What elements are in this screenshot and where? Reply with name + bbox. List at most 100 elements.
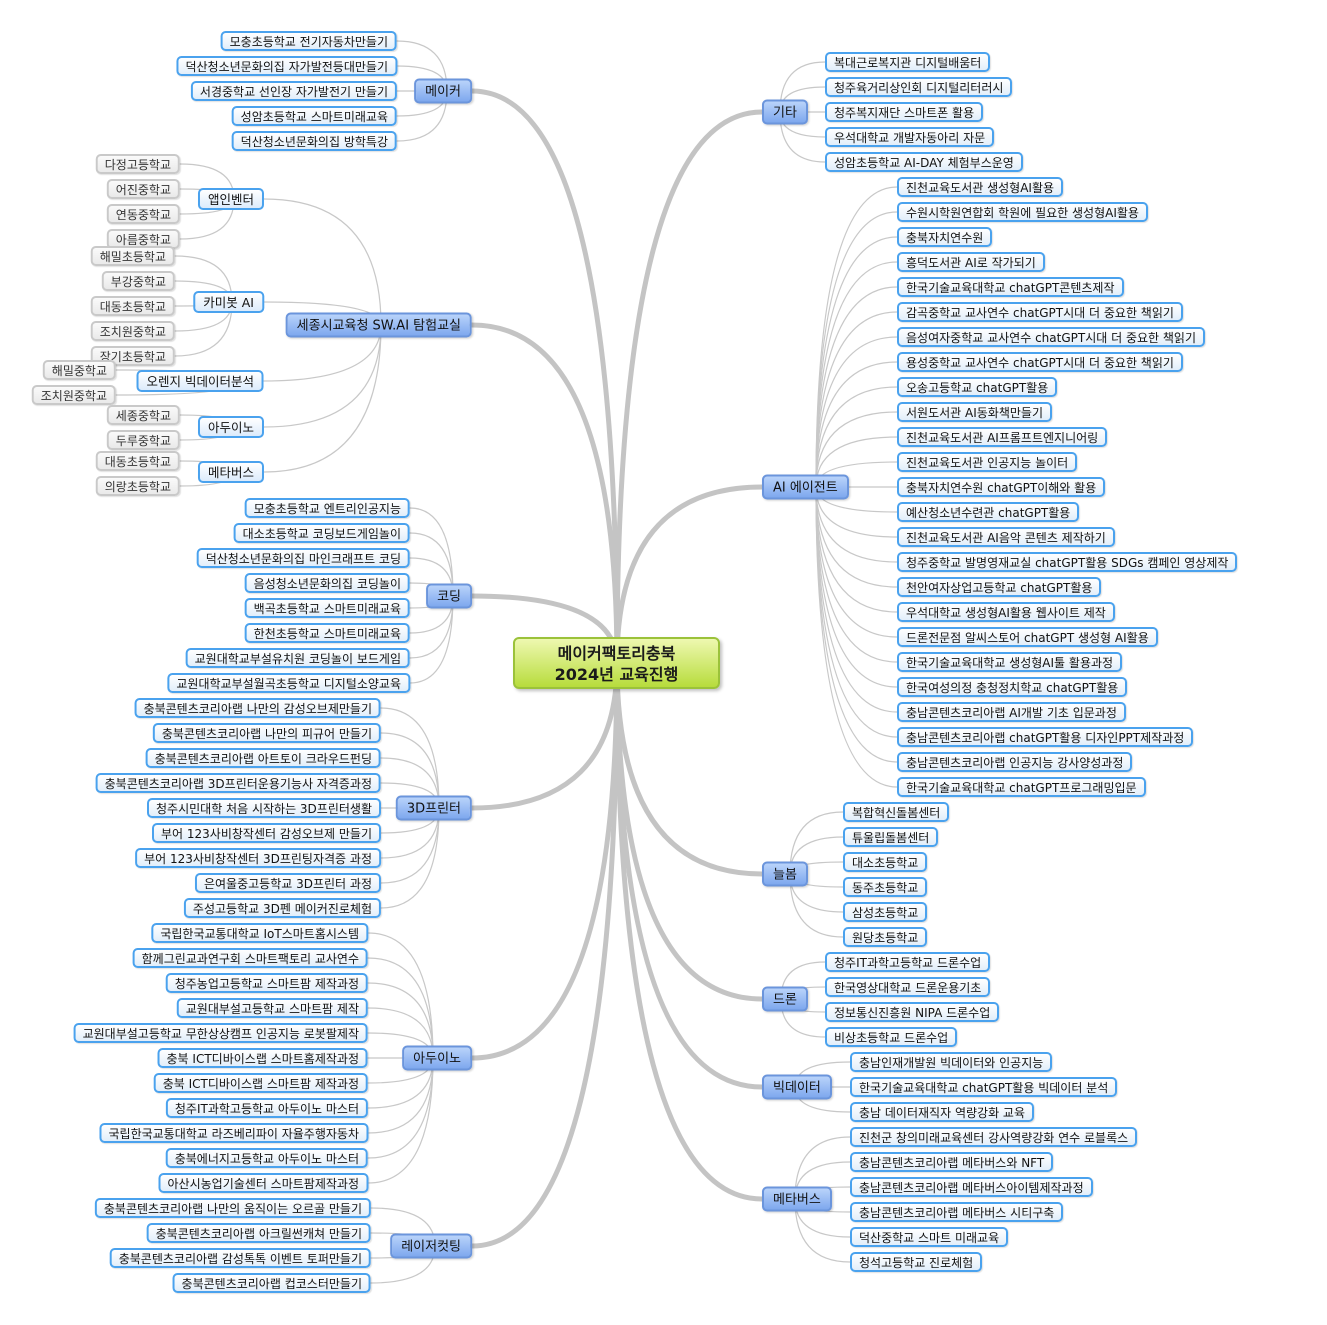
topic-leaf[interactable]: 충북자치연수원 bbox=[897, 227, 993, 247]
topic-leaf[interactable]: 교원대부설고등학교 무한상상캠프 인공지능 로봇팔제작 bbox=[73, 1023, 368, 1043]
topic-leaf[interactable]: 서원도서관 AI동화책만들기 bbox=[897, 402, 1053, 422]
topic-leaf[interactable]: 충북콘텐츠코리아랩 아크릴썬캐쳐 만들기 bbox=[146, 1223, 371, 1243]
subtopic[interactable]: 메타버스 bbox=[197, 461, 264, 483]
topic-leaf[interactable]: 청주복지재단 스마트폰 활용 bbox=[825, 102, 984, 122]
topic-leaf[interactable]: 충북 ICT디바이스랩 스마트팜 제작과정 bbox=[153, 1073, 368, 1093]
topic-leaf[interactable]: 청주IT과학고등학교 드론수업 bbox=[825, 952, 991, 972]
topic-leaf[interactable]: 흥덕도서관 AI로 작가되기 bbox=[897, 252, 1045, 272]
topic-leaf[interactable]: 주성고등학교 3D펜 메이커진로체험 bbox=[183, 898, 381, 918]
topic-leaf[interactable]: 대소초등학교 코딩보드게임놀이 bbox=[233, 523, 410, 543]
main-topic[interactable]: 아두이노 bbox=[402, 1045, 472, 1071]
topic-leaf[interactable]: 진천교육도서관 인공지능 놀이터 bbox=[897, 452, 1078, 472]
main-topic[interactable]: 메타버스 bbox=[762, 1186, 832, 1212]
topic-leaf[interactable]: 부강중학교 bbox=[101, 271, 175, 291]
topic-leaf[interactable]: 충남콘텐츠코리아랩 메타버스 시티구축 bbox=[850, 1202, 1064, 1222]
topic-leaf[interactable]: 함께그린교과연구회 스마트팩토리 교사연수 bbox=[132, 948, 368, 968]
topic-leaf[interactable]: 백곡초등학교 스마트미래교육 bbox=[244, 598, 410, 618]
topic-leaf[interactable]: 충북콘텐츠코리아랩 3D프린터운용기능사 자격증과정 bbox=[95, 773, 381, 793]
topic-leaf[interactable]: 한천초등학교 스마트미래교육 bbox=[244, 623, 410, 643]
topic-leaf[interactable]: 두루중학교 bbox=[106, 430, 180, 450]
topic-leaf[interactable]: 국립한국교통대학교 IoT스마트홈시스템 bbox=[151, 923, 368, 943]
subtopic[interactable]: 오렌지 빅데이터분석 bbox=[136, 370, 264, 392]
topic-leaf[interactable]: 음성여자중학교 교사연수 chatGPT시대 더 중요한 책읽기 bbox=[897, 327, 1206, 347]
topic-leaf[interactable]: 청주농업고등학교 스마트팜 제작과정 bbox=[165, 973, 368, 993]
main-topic[interactable]: 기타 bbox=[762, 99, 808, 125]
main-topic[interactable]: 3D프린터 bbox=[395, 795, 472, 821]
main-topic[interactable]: 레이저컷팅 bbox=[390, 1233, 472, 1259]
topic-leaf[interactable]: 우석대학교 개발자동아리 자문 bbox=[825, 127, 995, 147]
topic-leaf[interactable]: 연동중학교 bbox=[106, 204, 180, 224]
topic-leaf[interactable]: 비상초등학교 드론수업 bbox=[825, 1027, 958, 1047]
topic-leaf[interactable]: 진천군 창의미래교육센터 강사역량강화 연수 로블록스 bbox=[850, 1127, 1138, 1147]
topic-leaf[interactable]: 충남콘텐츠코리아랩 chatGPT활용 디자인PPT제작과정 bbox=[897, 727, 1194, 747]
subtopic[interactable]: 앱인벤터 bbox=[197, 188, 264, 210]
topic-leaf[interactable]: 충남콘텐츠코리아랩 메타버스와 NFT bbox=[850, 1152, 1054, 1172]
topic-leaf[interactable]: 오송고등학교 chatGPT활용 bbox=[897, 377, 1058, 397]
topic-leaf[interactable]: 진천교육도서관 AI음악 콘텐츠 제작하기 bbox=[897, 527, 1115, 547]
topic-leaf[interactable]: 해밀중학교 bbox=[42, 360, 116, 380]
topic-leaf[interactable]: 국립한국교통대학교 라즈베리파이 자율주행자동차 bbox=[99, 1123, 368, 1143]
topic-leaf[interactable]: 충남인재개발원 빅데이터와 인공지능 bbox=[850, 1052, 1053, 1072]
topic-leaf[interactable]: 동주초등학교 bbox=[843, 877, 928, 897]
topic-leaf[interactable]: 세종중학교 bbox=[106, 405, 180, 425]
topic-leaf[interactable]: 원당초등학교 bbox=[843, 927, 928, 947]
topic-leaf[interactable]: 우석대학교 생성형AI활용 웹사이트 제작 bbox=[897, 602, 1115, 622]
topic-leaf[interactable]: 서경중학교 선인장 자가발전기 만들기 bbox=[190, 81, 397, 101]
topic-leaf[interactable]: 덕산청소년문화의집 자가발전등대만들기 bbox=[176, 56, 397, 76]
topic-leaf[interactable]: 부어 123사비창작센터 3D프린팅자격증 과정 bbox=[135, 848, 381, 868]
topic-leaf[interactable]: 청주육거리상인회 디지털리터러시 bbox=[825, 77, 1013, 97]
topic-leaf[interactable]: 진천교육도서관 생성형AI활용 bbox=[897, 177, 1064, 197]
topic-leaf[interactable]: 아산시농업기술센터 스마트팜제작과정 bbox=[158, 1173, 368, 1193]
topic-leaf[interactable]: 충남콘텐츠코리아랩 AI개발 기초 입문과정 bbox=[897, 702, 1126, 722]
topic-leaf[interactable]: 삼성초등학교 bbox=[843, 902, 928, 922]
topic-leaf[interactable]: 조치원중학교 bbox=[31, 385, 116, 405]
topic-leaf[interactable]: 정보통신진흥원 NIPA 드론수업 bbox=[825, 1002, 1000, 1022]
topic-leaf[interactable]: 덕산중학교 스마트 미래교육 bbox=[850, 1227, 1009, 1247]
topic-leaf[interactable]: 충남 데이터재직자 역량강화 교육 bbox=[850, 1102, 1035, 1122]
topic-leaf[interactable]: 은여울중고등학교 3D프린터 과정 bbox=[194, 873, 381, 893]
topic-leaf[interactable]: 충북콘텐츠코리아랩 나만의 피규어 만들기 bbox=[152, 723, 381, 743]
topic-leaf[interactable]: 의랑초등학교 bbox=[95, 476, 180, 496]
topic-leaf[interactable]: 한국기술교육대학교 chatGPT콘텐츠제작 bbox=[897, 277, 1124, 297]
main-topic[interactable]: 늘봄 bbox=[762, 861, 808, 887]
topic-leaf[interactable]: 천안여자상업고등학교 chatGPT활용 bbox=[897, 577, 1102, 597]
topic-leaf[interactable]: 충북콘텐츠코리아랩 컵코스터만들기 bbox=[172, 1273, 371, 1293]
topic-leaf[interactable]: 충북 ICT디바이스랩 스마트홈제작과정 bbox=[157, 1048, 368, 1068]
topic-leaf[interactable]: 해밀초등학교 bbox=[90, 246, 175, 266]
topic-leaf[interactable]: 어진중학교 bbox=[106, 179, 180, 199]
topic-leaf[interactable]: 충남콘텐츠코리아랩 메타버스아이템제작과정 bbox=[850, 1177, 1093, 1197]
topic-leaf[interactable]: 한국기술교육대학교 생성형AI툴 활용과정 bbox=[897, 652, 1123, 672]
topic-leaf[interactable]: 복대근로복지관 디지털배움터 bbox=[825, 52, 991, 72]
topic-leaf[interactable]: 수원시학원연합회 학원에 필요한 생성형AI활용 bbox=[897, 202, 1148, 222]
topic-leaf[interactable]: 대소초등학교 bbox=[843, 852, 928, 872]
topic-leaf[interactable]: 감곡중학교 교사연수 chatGPT시대 더 중요한 책읽기 bbox=[897, 302, 1183, 322]
topic-leaf[interactable]: 예산청소년수련관 chatGPT활용 bbox=[897, 502, 1080, 522]
main-topic[interactable]: 빅데이터 bbox=[762, 1074, 832, 1100]
main-topic[interactable]: AI 에이전트 bbox=[762, 474, 849, 500]
topic-leaf[interactable]: 충북자치연수원 chatGPT이해와 활용 bbox=[897, 477, 1106, 497]
topic-leaf[interactable]: 청석고등학교 진로체험 bbox=[850, 1252, 983, 1272]
central-topic[interactable]: 메이커팩토리충북 2024년 교육진행 bbox=[513, 637, 720, 689]
topic-leaf[interactable]: 복합혁신돌봄센터 bbox=[843, 802, 950, 822]
topic-leaf[interactable]: 교원대학교부설월곡초등학교 디지털소양교육 bbox=[167, 673, 410, 693]
topic-leaf[interactable]: 모충초등학교 엔트리인공지능 bbox=[244, 498, 410, 518]
main-topic[interactable]: 코딩 bbox=[426, 583, 472, 609]
topic-leaf[interactable]: 충북콘텐츠코리아랩 나만의 감성오브제만들기 bbox=[134, 698, 381, 718]
topic-leaf[interactable]: 청주중학교 발명영재교실 chatGPT활용 SDGs 캠페인 영상제작 bbox=[897, 552, 1238, 572]
main-topic[interactable]: 드론 bbox=[762, 986, 808, 1012]
topic-leaf[interactable]: 덕산청소년문화의집 방학특강 bbox=[231, 131, 397, 151]
topic-leaf[interactable]: 충북콘텐츠코리아랩 감성톡톡 이벤트 토퍼만들기 bbox=[109, 1248, 371, 1268]
main-topic[interactable]: 메이커 bbox=[414, 78, 472, 104]
topic-leaf[interactable]: 한국영상대학교 드론운용기초 bbox=[825, 977, 991, 997]
topic-leaf[interactable]: 음성청소년문화의집 코딩놀이 bbox=[244, 573, 410, 593]
subtopic[interactable]: 카미봇 AI bbox=[193, 291, 264, 313]
topic-leaf[interactable]: 모충초등학교 전기자동차만들기 bbox=[220, 31, 397, 51]
topic-leaf[interactable]: 부어 123사비창작센터 감성오브제 만들기 bbox=[152, 823, 381, 843]
main-topic[interactable]: 세종시교육청 SW.AI 탐험교실 bbox=[285, 312, 472, 338]
topic-leaf[interactable]: 대동초등학교 bbox=[90, 296, 175, 316]
topic-leaf[interactable]: 한국기술교육대학교 chatGPT활용 빅데이터 분석 bbox=[850, 1077, 1118, 1097]
topic-leaf[interactable]: 청주IT과학고등학교 아두이노 마스터 bbox=[165, 1098, 368, 1118]
topic-leaf[interactable]: 청주시민대학 처음 시작하는 3D프린터생활 bbox=[147, 798, 381, 818]
topic-leaf[interactable]: 용성중학교 교사연수 chatGPT시대 더 중요한 책읽기 bbox=[897, 352, 1183, 372]
topic-leaf[interactable]: 한국여성의정 충청정치학교 chatGPT활용 bbox=[897, 677, 1128, 697]
